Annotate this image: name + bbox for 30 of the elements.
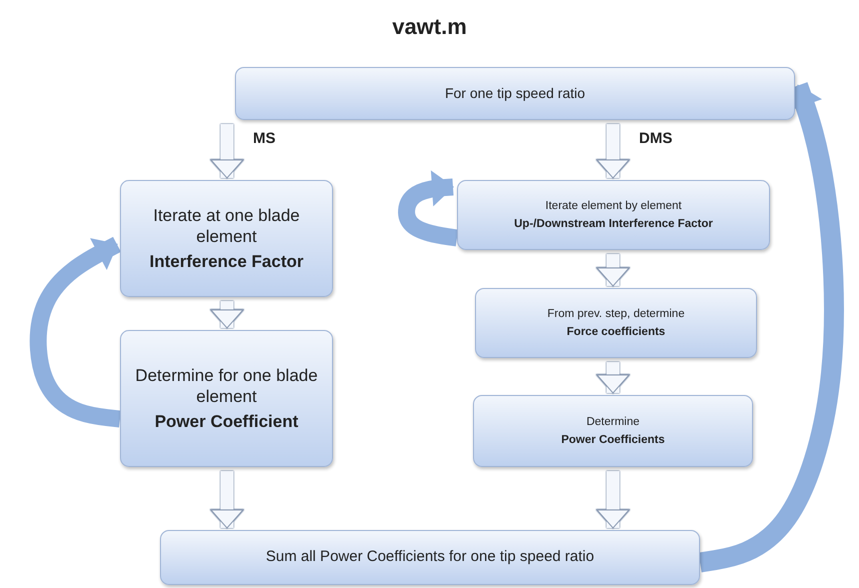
step-heading: Power Coefficients <box>561 433 665 448</box>
step-heading: Force coefficients <box>566 325 666 340</box>
step-heading: Up-/Downstream Interference Factor <box>514 217 713 232</box>
curved-arrow <box>398 170 458 246</box>
step-text: For one tip speed ratio <box>444 84 586 102</box>
step-text: Iterate at one blade element <box>152 204 301 248</box>
curved-arrow <box>30 236 121 428</box>
process-box <box>475 288 757 358</box>
process-box <box>473 395 753 467</box>
diagram-title: vawt.m <box>391 14 468 40</box>
step-heading: Interference Factor <box>150 251 304 272</box>
block-arrow <box>596 362 630 394</box>
curved-arrow <box>698 82 844 572</box>
process-box <box>120 180 333 297</box>
process-box <box>120 330 333 467</box>
block-arrow <box>210 471 244 529</box>
step-text: Sum all Power Coefficients for one tip speed ratio <box>266 548 594 567</box>
block-arrow <box>210 124 244 179</box>
process-box <box>160 530 700 585</box>
block-arrow <box>596 254 630 287</box>
step-text: Determine for one blade element <box>134 364 319 408</box>
step-text: Determine <box>586 414 640 429</box>
step-text: From prev. step, determine <box>547 306 685 321</box>
block-arrow <box>596 124 630 179</box>
block-arrow <box>596 471 630 529</box>
step-heading: Power Coefficient <box>154 411 298 432</box>
process-box <box>235 67 795 120</box>
block-arrow <box>210 301 244 329</box>
process-box <box>457 180 770 250</box>
step-text: Iterate element by element <box>545 198 682 213</box>
